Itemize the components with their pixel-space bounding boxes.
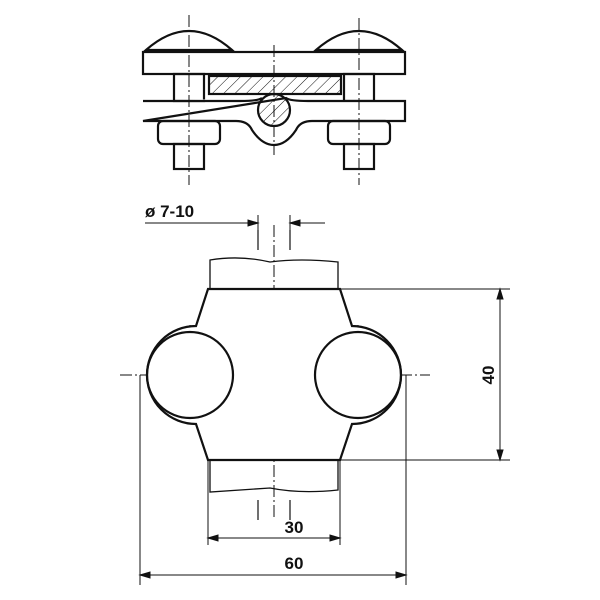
hole-right [313, 330, 403, 420]
side-view [141, 30, 407, 171]
hatched-insert [207, 74, 343, 96]
dimension-lines [138, 215, 510, 585]
wire-upper [209, 257, 339, 289]
inner-width-label: 30 [285, 518, 304, 537]
diameter-label: ø 7-10 [145, 202, 194, 221]
clamp-body [145, 287, 403, 462]
height-label: 40 [479, 366, 498, 385]
total-width-label: 60 [285, 554, 304, 573]
wire-lower [209, 460, 339, 493]
hole-left [145, 330, 235, 420]
